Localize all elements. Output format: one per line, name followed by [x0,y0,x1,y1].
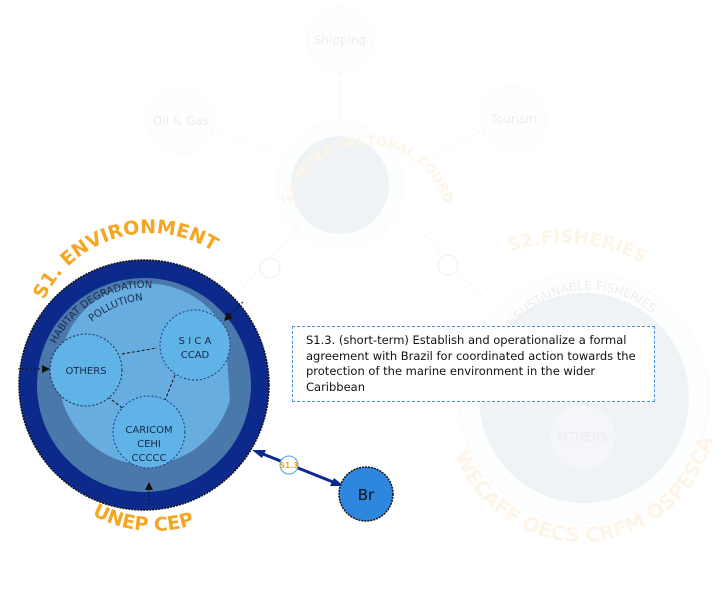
tourism-node [480,85,548,153]
coordination-core [291,136,389,234]
action-callout: S1.3. (short-term) Establish and operati… [292,326,655,402]
oil-gas-node [147,87,215,155]
subgroup-sica[interactable]: S I C A CCAD [159,309,231,381]
fisheries-others: OTHERS [558,430,607,444]
oil-gas-label: Oil & Gas [153,114,209,128]
link-label: S1.3 [280,461,299,470]
ccccc-label: CCCCC [132,453,167,464]
subgroup-caricom[interactable]: CARICOM CEHI CCCCC [112,395,186,469]
svg-text:S2.FISHERIES: S2.FISHERIES [505,227,650,268]
shipping-label: Shipping [314,33,366,47]
sica-label: S I C A [179,336,212,347]
link-s1-3[interactable]: S1.3 [252,450,344,486]
shipping-node [306,6,374,74]
inbound-arrows [18,301,244,505]
partner-label: Br [358,486,375,504]
environment-cluster[interactable]: S1. ENVIRONMENT UNEP CEP OTHERS S I C A … [18,216,270,536]
fisheries-title: S2.FISHERIES [505,227,650,268]
link-label-badge [279,455,299,475]
others-label: OTHERS [65,366,106,377]
cehi-label: CEHI [137,439,161,450]
tourism-label: Tourism [490,112,537,126]
ccad-label: CCAD [181,350,210,361]
callout-text: S1.3. (short-term) Establish and operati… [306,333,636,394]
subgroup-others[interactable]: OTHERS [49,333,123,407]
caricom-label: CARICOM [125,425,172,436]
coordination-node [276,121,404,249]
partner-brazil-node[interactable]: Br [338,466,394,522]
